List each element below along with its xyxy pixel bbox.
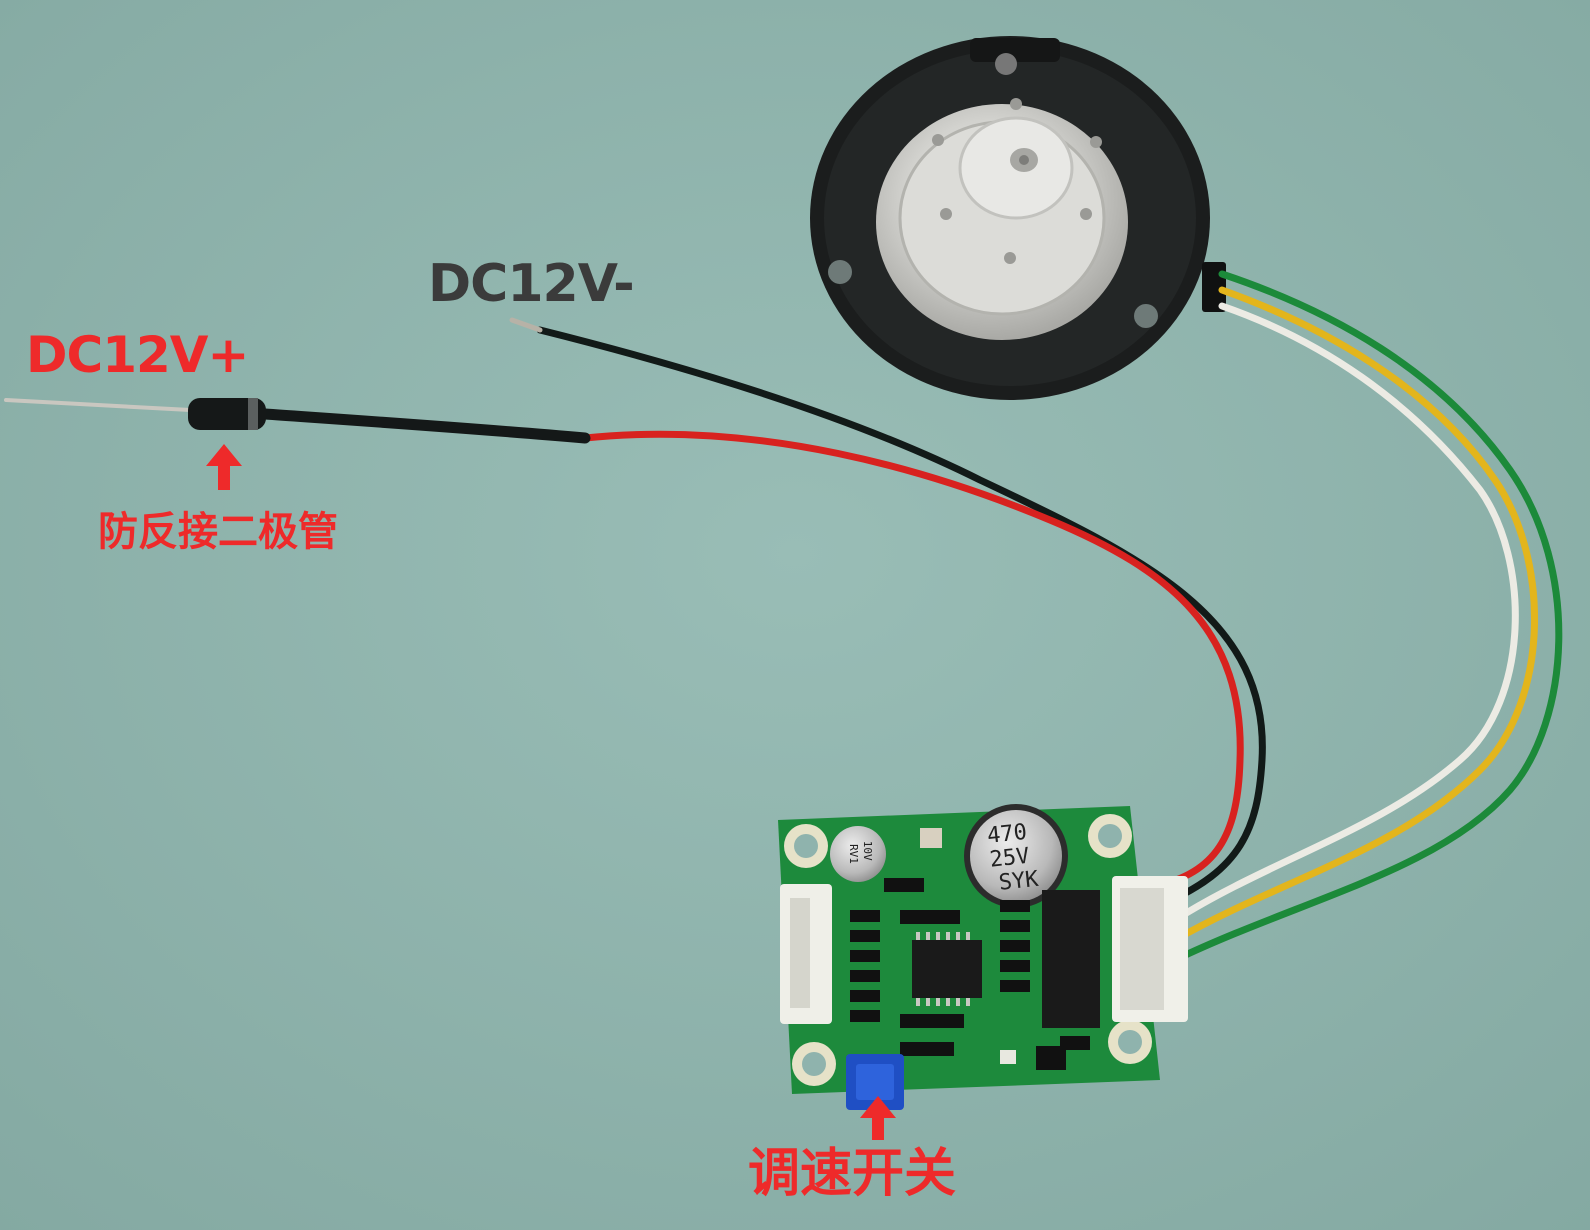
speed-switch-label: 调速开关 xyxy=(748,1144,957,1204)
driver-pcb xyxy=(778,804,1188,1110)
dc12v-minus-label: DC12V- xyxy=(428,254,635,314)
power-wires xyxy=(4,317,1266,907)
brushless-motor xyxy=(810,36,1226,400)
diode-note-label: 防反接二极管 xyxy=(98,509,338,555)
protection-diode xyxy=(188,398,266,430)
large-capacitor-text: 470 25V SYK xyxy=(986,818,1046,896)
small-capacitor-text: 10V RV1 xyxy=(847,841,874,868)
diode-arrow xyxy=(206,444,242,490)
motor-wire-bundle xyxy=(1171,270,1563,964)
dc12v-plus-label: DC12V+ xyxy=(26,326,249,384)
speed-switch-arrow xyxy=(860,1096,896,1140)
